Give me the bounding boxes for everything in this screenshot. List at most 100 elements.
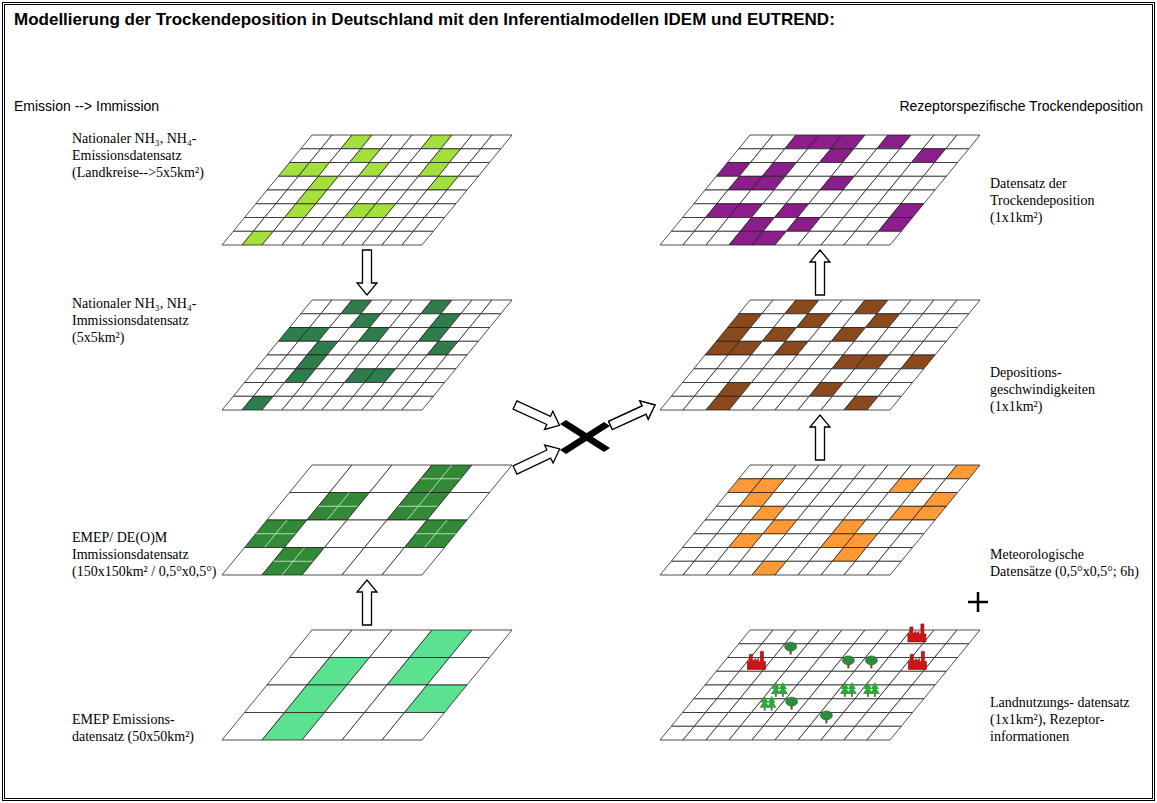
grid-cell [436,355,467,369]
grid-cell [923,493,957,507]
plus-symbol [968,592,988,612]
layer-label: Depositions- geschwindigkeiten (1x1km²) [990,364,1148,415]
grid-cell [447,341,478,355]
grid-cell [890,699,924,713]
grid-cell [912,671,946,685]
data-layer: Nationaler NH₃, NH₄-Emissionsdatensatz (… [72,130,515,250]
layer-label-text: Meteorologische Datensätze (0,5°x0,5°; 6… [990,547,1139,579]
data-layer: Landnutzungs- datensatz (1x1km²), Rezept… [655,625,1150,745]
grid-cell [405,520,468,548]
data-layer: EMEP Emissions- datensatz (50x50km²) [72,625,515,745]
flow-arrow [357,580,377,625]
layer-label: Nationaler NH₃, NH₄-Emissionsdatensatz (… [72,130,217,181]
tree-icon [865,656,877,669]
grid-cell [946,135,980,149]
grid-cell [481,300,512,314]
grid-layer [72,625,515,745]
grid-cell [901,355,935,369]
block-arrow [609,401,655,430]
data-layer: Nationaler NH₃, NH₄-Immissionsdatensatz … [72,295,515,415]
grid-cell [912,176,946,190]
grid-cell [458,328,489,342]
grid-cell [413,218,444,232]
layer-label: EMEP Emissions- datensatz (50x50km²) [72,711,217,745]
diagram-title: Modellierung der Trockendeposition in De… [14,10,835,30]
grid-cell [912,341,946,355]
block-arrow [609,401,655,430]
grid-cell [425,204,456,218]
grid-cell [890,369,924,383]
data-layer: EMEP/ DE(O)M Immissionsdatensatz (150x15… [72,460,515,580]
layer-label-text: Depositions- geschwindigkeiten (1x1km²) [990,365,1095,414]
factory-icon [908,651,926,669]
grid-cell [878,713,912,727]
grid-cell [382,713,445,741]
grid-cell [867,396,901,410]
section-heading: Rezeptorspezifische Trockendeposition [899,98,1143,114]
grid-cell [427,493,490,521]
layer-label: Datensatz der Trockendeposition (1x1km²) [990,175,1148,226]
sub-grid-line [318,506,358,507]
flow-arrow [810,415,830,460]
factory-icon [908,624,926,642]
sub-grid-line [398,506,438,507]
grid-cell [878,218,912,232]
grid-cell [405,685,468,713]
grid-cell [946,630,980,644]
sub-grid-line [256,533,296,534]
flow-arrow [357,250,377,295]
grid-layer [655,625,1150,745]
grid-cell [901,190,935,204]
grid-cell [878,383,912,397]
grid-cell [901,520,935,534]
grid-cell [867,726,901,740]
layer-label-text: EMEP Emissions- datensatz (50x50km²) [72,712,194,744]
grid-layer [655,460,1150,580]
grid-cell [878,548,912,562]
grid-cell [413,383,444,397]
layer-label: Nationaler NH₃, NH₄-Immissionsdatensatz … [72,295,217,346]
block-arrow [513,445,560,474]
sub-grid-line [421,478,461,479]
grid-cell [481,135,512,149]
grid-cell [867,561,901,575]
layer-label-text: Nationaler NH₃, NH₄-Immissionsdatensatz … [72,296,196,345]
conifer-icon [863,682,880,697]
data-layer: Datensatz der Trockendeposition (1x1km²) [655,130,1150,250]
grid-cell [935,314,969,328]
grid-cell [890,204,924,218]
grid-cell [402,231,433,245]
grid-layer [655,130,1150,250]
layer-label: EMEP/ DE(O)M Immissionsdatensatz (150x15… [72,529,217,580]
grid-layer [72,460,515,580]
flow-arrow [513,401,655,430]
factory-icon [747,651,765,669]
tree-icon [820,711,832,724]
section-heading: Emission --> Immission [14,98,159,114]
block-arrow [357,250,377,295]
layer-label-text: Landnutzungs- datensatz (1x1km²), Rezept… [990,695,1130,744]
grid-cell [935,644,969,658]
grid-layer [655,295,1150,415]
grid-cell [436,190,467,204]
grid-cell [402,396,433,410]
grid-cell [382,548,445,576]
grid-cell [935,479,969,493]
flow-arrow [513,401,655,474]
block-arrow [357,580,377,625]
grid-cell [470,314,501,328]
grid-cell [447,176,478,190]
flow-arrow [810,250,830,295]
grid-cell [946,300,980,314]
grid-cell [946,465,980,479]
grid-cell [923,658,957,672]
grid-cell [935,149,969,163]
sub-grid-line [416,533,456,534]
layer-label: Landnutzungs- datensatz (1x1km²), Rezept… [990,694,1148,745]
grid-cell [425,369,456,383]
conifer-icon [771,682,788,697]
tree-icon [786,697,798,710]
grid-cell [901,685,935,699]
